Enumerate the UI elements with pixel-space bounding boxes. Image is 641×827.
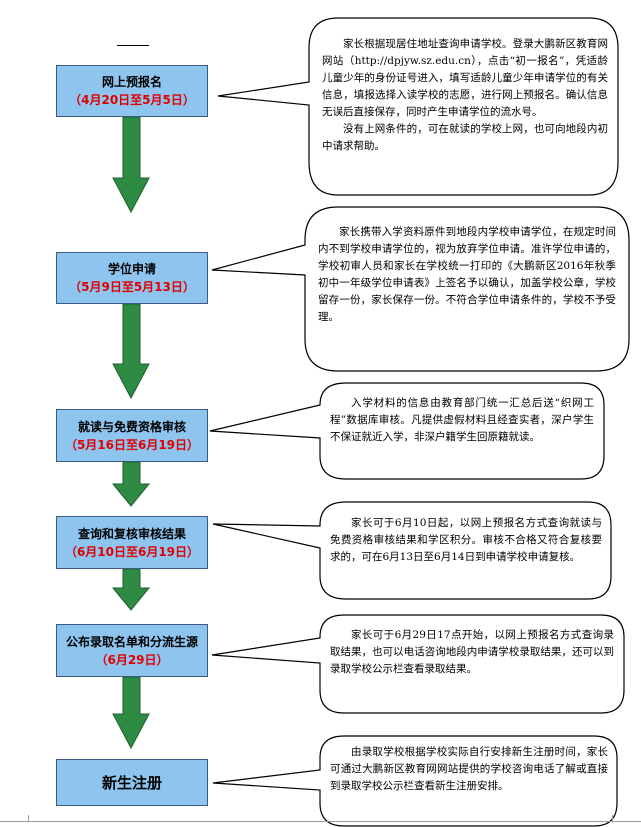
step-date: （6月29日） [95, 652, 169, 667]
step-title: 公布录取名单和分流生源 [65, 634, 198, 649]
step-date: （5月16日至6月19日） [64, 437, 200, 452]
callout-paragraph: 家长可于6月10日起，以网上预报名方式查询就读与免费资格审核结果和学区积分。审核… [330, 517, 602, 563]
step-online-preregistration: 网上预报名 （4月20日至5月5日） [56, 65, 208, 117]
flow-arrow-4 [111, 568, 151, 611]
top-rule [117, 45, 149, 46]
callout-paragraph: 由录取学校根据学校实际自行安排新生注册时间，家长可通过大鹏新区教育网网站提供的学… [330, 746, 608, 792]
callout-paragraph: 入学材料的信息由教育部门统一汇总后送“织网工程”数据库审核。凡提供虚假材料且经查… [330, 397, 594, 443]
step-title: 就读与免费资格审核 [77, 419, 186, 434]
step-degree-application: 学位申请 （5月9日至5月13日） [56, 252, 208, 304]
callout-text-5: 家长可于6月29日17点开始，以网上预报名方式查询录取结果，也可以电话咨询地段内… [330, 627, 614, 678]
callout-bubble-6 [212, 735, 618, 827]
page-corner-mark-right [612, 815, 619, 822]
callout-text-6: 由录取学校根据学校实际自行安排新生注册时间，家长可通过大鹏新区教育网网站提供的学… [330, 744, 608, 795]
step-title: 查询和复核审核结果 [77, 526, 186, 541]
callout-bubble-4 [212, 501, 612, 600]
callout-text-4: 家长可于6月10日起，以网上预报名方式查询就读与免费资格审核结果和学区积分。审核… [330, 515, 602, 566]
step-title: 学位申请 [107, 262, 156, 276]
flow-arrow-3 [111, 461, 151, 507]
step-publish-admission: 公布录取名单和分流生源 （6月29日） [56, 624, 208, 677]
callout-paragraph: 家长可于6月29日17点开始，以网上预报名方式查询录取结果，也可以电话咨询地段内… [330, 629, 614, 675]
step-eligibility-review: 就读与免费资格审核 （5月16日至6月19日） [56, 409, 208, 462]
callout-text-3: 入学材料的信息由教育部门统一汇总后送“织网工程”数据库审核。凡提供虚假材料且经查… [330, 395, 594, 446]
step-date: （5月9日至5月13日） [69, 280, 195, 294]
step-date: （6月10日至6月19日） [64, 544, 200, 559]
page-bottom-rule [0, 821, 641, 822]
step-query-recheck: 查询和复核审核结果 （6月10日至6月19日） [56, 516, 208, 569]
callout-bubble-5 [211, 614, 625, 714]
page-corner-mark-left [22, 815, 29, 822]
step-title: 新生注册 [101, 773, 162, 792]
step-new-student-registration: 新生注册 [56, 759, 208, 806]
flow-arrow-2 [112, 303, 150, 400]
callout-text-2: 家长携带入学资料原件到地段内学校申请学位，在规定时间内不到学校申请学位的，视为放… [318, 224, 616, 326]
callout-text-1: 家长根据现居住地址查询申请学校。登录大鹏新区教育网网站（http://dpjyw… [322, 36, 608, 155]
callout-paragraph: 家长根据现居住地址查询申请学校。登录大鹏新区教育网网站（http://dpjyw… [322, 38, 608, 118]
flow-arrow-5 [112, 676, 150, 750]
callout-paragraph: 没有上网条件的，可在就读的学校上网，也可向地段内初中请求帮助。 [322, 123, 608, 152]
step-date: （4月20日至5月5日） [69, 93, 195, 107]
step-title: 网上预报名 [101, 75, 162, 89]
callout-paragraph: 家长携带入学资料原件到地段内学校申请学位，在规定时间内不到学校申请学位的，视为放… [318, 226, 616, 323]
callout-bubble-2 [211, 206, 630, 372]
callout-bubble-1 [217, 17, 619, 196]
flow-arrow-1 [112, 116, 150, 214]
callout-bubble-3 [209, 382, 605, 480]
